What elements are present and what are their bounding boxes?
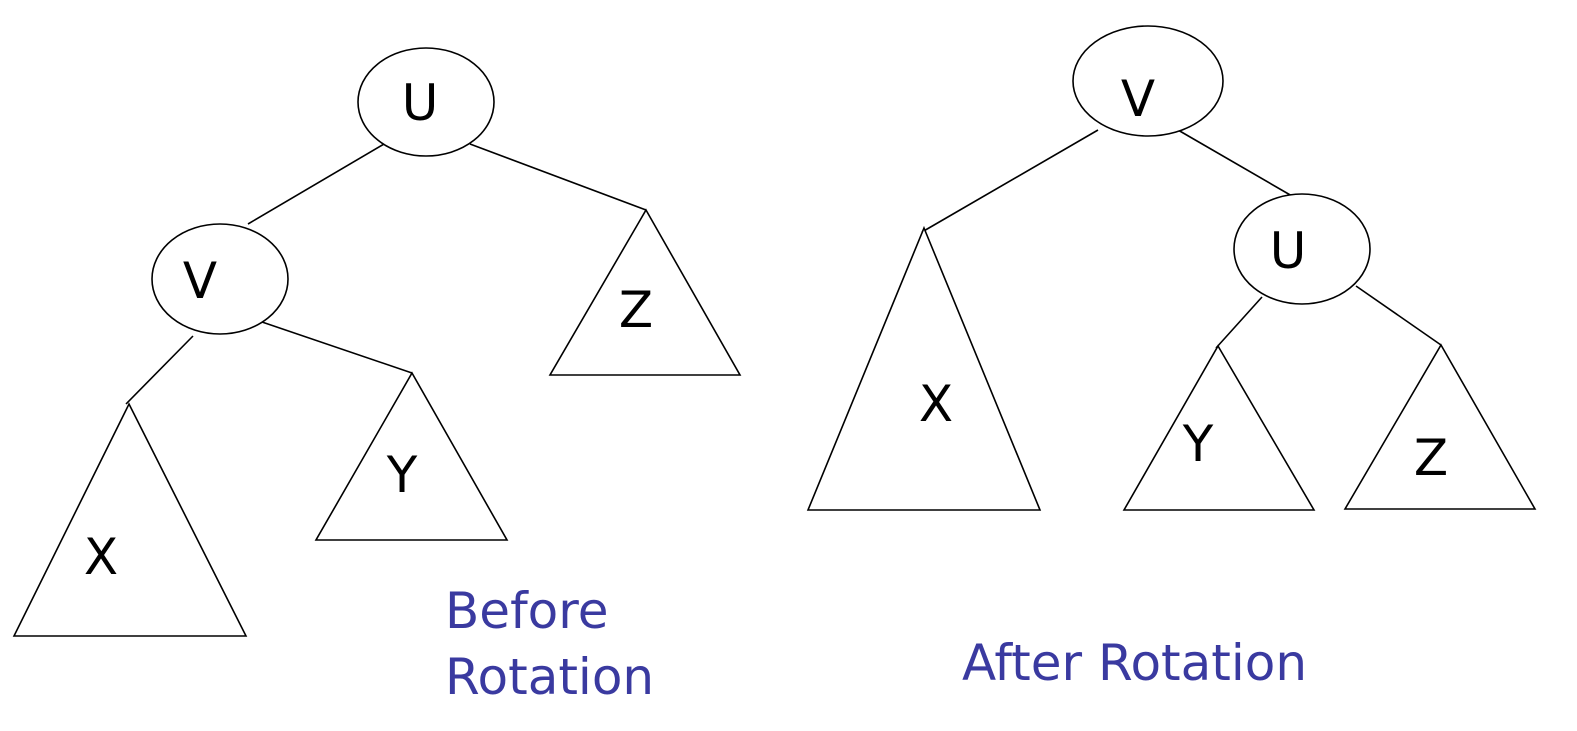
subtree-x-after-label: X <box>919 375 953 433</box>
subtree-x-label: X <box>84 528 118 586</box>
before-caption-line2: Rotation <box>445 648 654 706</box>
subtree-x-triangle <box>12 402 248 637</box>
edge-u-z-after <box>1355 285 1442 346</box>
edge-v-x <box>125 335 194 405</box>
subtree-z-after-label: Z <box>1414 429 1448 487</box>
node-v-after-label: V <box>1121 70 1155 128</box>
edge-u-y-after <box>1215 296 1263 349</box>
subtree-y: Y <box>314 371 509 541</box>
subtree-z-after-triangle <box>1343 343 1537 510</box>
node-v-circle <box>151 223 289 335</box>
node-v-label: V <box>183 252 217 310</box>
node-u-after-label: U <box>1270 222 1307 280</box>
subtree-x-after-triangle <box>806 225 1042 511</box>
edge-v-y <box>261 321 413 374</box>
subtree-y-after-triangle <box>1122 344 1316 511</box>
subtree-y-triangle <box>314 371 509 541</box>
before-rotation-tree: U V X Y Z Before Rotation <box>12 47 742 706</box>
node-v-after: V <box>1072 25 1224 137</box>
after-rotation-tree: V U X Y Z After Rotation <box>806 25 1537 692</box>
subtree-y-after: Y <box>1122 344 1316 511</box>
subtree-x-after: X <box>806 225 1042 511</box>
subtree-z-triangle <box>548 208 742 376</box>
node-v: V <box>151 223 289 335</box>
edge-u-z <box>469 143 647 211</box>
node-u-after-circle <box>1233 193 1371 305</box>
node-u-label: U <box>402 74 439 132</box>
after-caption: After Rotation <box>962 634 1307 692</box>
subtree-z: Z <box>548 208 742 376</box>
before-caption: Before Rotation <box>445 582 654 706</box>
node-u: U <box>357 47 495 157</box>
subtree-x: X <box>12 402 248 637</box>
edge-v-u-after <box>1177 129 1293 197</box>
subtree-y-after-label: Y <box>1182 415 1214 473</box>
edge-v-x-after <box>921 129 1099 233</box>
subtree-z-after: Z <box>1343 343 1537 510</box>
edge-u-v <box>247 143 385 225</box>
node-v-after-circle <box>1072 25 1224 137</box>
node-u-after: U <box>1233 193 1371 305</box>
subtree-z-label: Z <box>619 281 653 339</box>
before-caption-line1: Before <box>445 582 608 640</box>
subtree-y-label: Y <box>386 446 418 504</box>
node-u-circle <box>357 47 495 157</box>
